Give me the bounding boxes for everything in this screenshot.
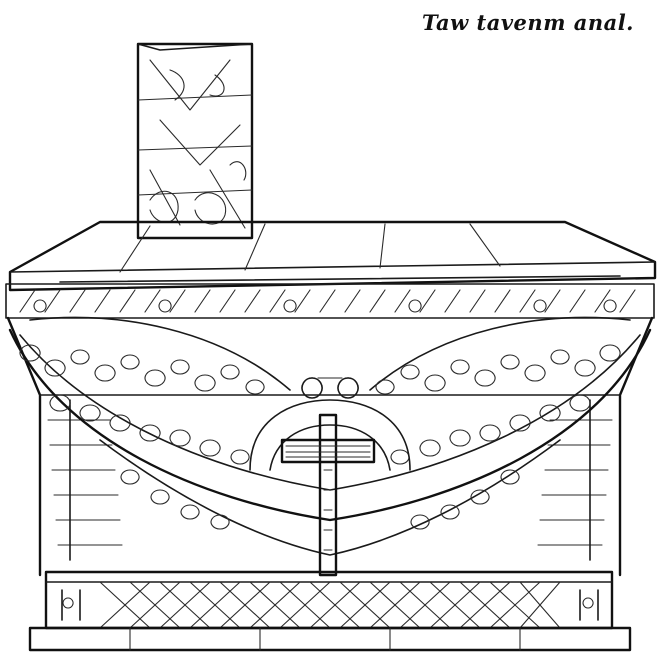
frieze-band [5,283,655,319]
mosaic-drapery [8,316,652,556]
altar-step [28,626,632,652]
handwritten-caption: Taw tavenm anal. [421,10,634,35]
cross-icon [280,413,376,577]
lattice-base [44,570,614,630]
central-medallion [249,377,411,471]
mosaic-candle-icon [136,42,254,240]
altar-body [6,316,654,577]
altar-top [8,220,657,292]
